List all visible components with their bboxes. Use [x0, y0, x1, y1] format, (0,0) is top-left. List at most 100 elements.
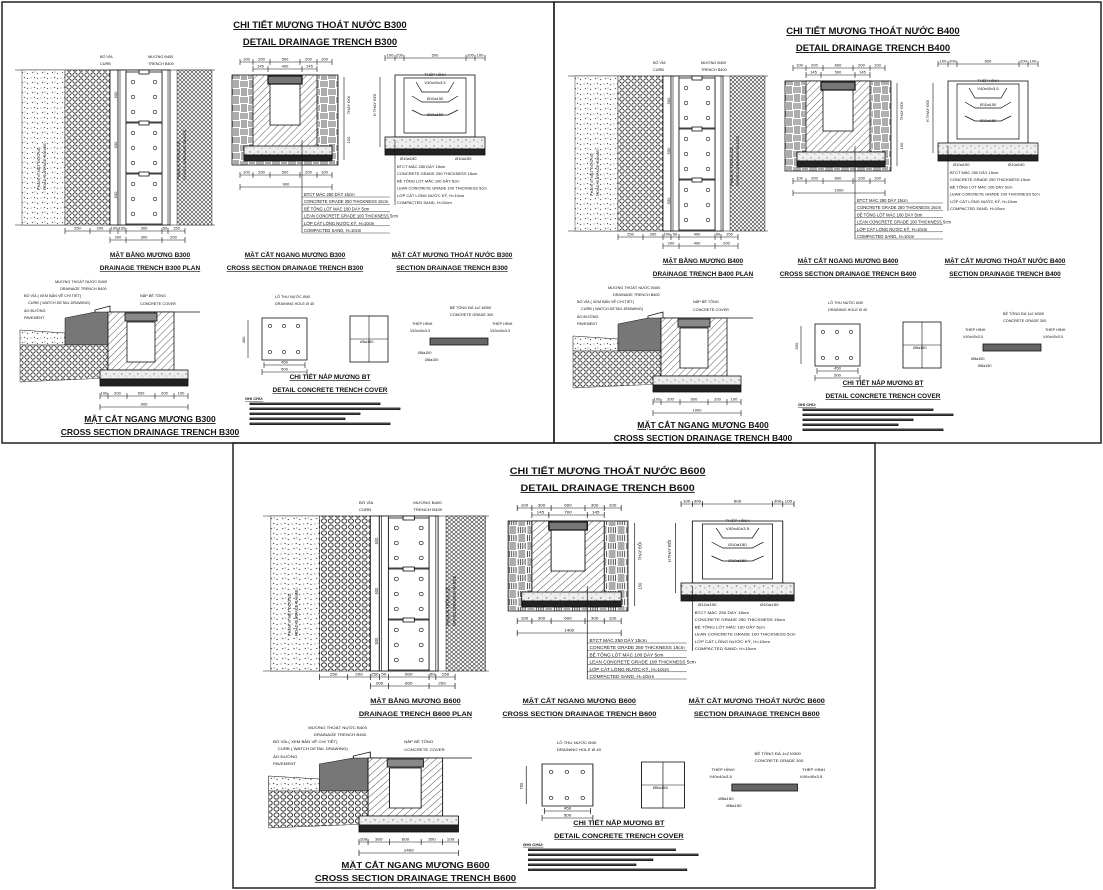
drain-hole	[705, 136, 711, 142]
dimension-value: 300	[375, 837, 383, 842]
drain-hole	[683, 166, 689, 172]
dimension-value: 100	[874, 176, 881, 181]
layer-spec: BÊ TÔNG LÓT MÁC 100 DÀY 5cm	[950, 184, 1013, 189]
trench-cover	[820, 81, 856, 91]
drain-hole	[152, 79, 158, 85]
drain-hole	[152, 94, 158, 100]
layer-spec: BTCT MÁC 250 DÀY 15cm	[857, 198, 908, 203]
drain-hole-label-en: DRAINING HOLE Ø 40	[275, 302, 314, 306]
concrete-cover	[124, 312, 158, 322]
concrete-label: BÊ TÔNG ĐÁ 1x2 M300	[755, 751, 802, 756]
notes: GHI CHÚ:	[245, 396, 401, 426]
drain-hole	[130, 211, 136, 217]
drain-trench-label: MƯƠNG THOÁT NƯỚC B400	[308, 725, 368, 730]
drawing-title-vn: CHI TIẾT MƯƠNG THOÁT NƯỚC B300	[233, 19, 406, 31]
note-line	[249, 422, 391, 426]
dimension-value: 600	[405, 672, 413, 677]
drain-hole	[130, 130, 136, 136]
concrete-base	[796, 151, 886, 162]
dimension-value: 200	[714, 397, 721, 402]
subgrade	[572, 350, 662, 389]
layer-spec: BÊ TÔNG LÓT MÁC 100 DÀY 5cm	[695, 625, 766, 630]
dimension-value: 600	[405, 681, 413, 686]
dimension-value: 300	[538, 616, 546, 621]
cover-rebar-label: Ø8a150	[360, 340, 374, 344]
curb-note-en: CURB ( WATCH DETAIL DRAWING)	[28, 301, 91, 305]
steel-shape-label: THÉP HÌNH	[725, 518, 749, 523]
note-line	[802, 428, 944, 432]
layer-spec: BTCT MÁC 250 DÀY 15cm	[590, 637, 647, 643]
dimension-value: 400	[282, 64, 289, 69]
curb-section	[64, 311, 109, 346]
drain-hole	[548, 796, 554, 800]
section-outline	[394, 74, 476, 138]
trench-cover	[267, 75, 303, 85]
drain-trench-label-en: DRAINAGE TRENCH B400	[60, 287, 107, 291]
dimension-value: 500	[374, 537, 379, 544]
cover-rebar-label: Ø8a150	[913, 346, 927, 350]
drain-hole	[296, 324, 300, 328]
cover-label: NẮP BÊ TÔNG	[693, 299, 719, 304]
view-title-vn: CHI TIẾT NẮP MƯƠNG BT	[290, 371, 371, 381]
grass-zone	[445, 515, 486, 672]
cover-joint	[402, 617, 415, 623]
dimension-value: 145	[537, 510, 545, 515]
paving-zone	[617, 75, 664, 232]
angle-steel-label: V40x40x3.5	[709, 774, 732, 779]
view-title-en: DRAINAGE TRENCH B400 PLAN	[653, 271, 754, 278]
cover-label-en: CONCRETE COVER	[140, 302, 176, 306]
dimension-value: 200	[811, 63, 818, 68]
layer-spec: COMPACTED SAND, H=10cm	[950, 206, 1005, 211]
cover-rebar-label: Ø8a150	[418, 351, 432, 355]
drain-hole	[548, 770, 554, 774]
layer-spec: LỚP CÁT LÓNG NƯỚC KỸ, H=10cm	[590, 666, 670, 672]
dimension-value: 500	[374, 587, 379, 594]
drain-hole	[835, 356, 839, 360]
steel-shape-label: THÉP HÌNH	[712, 767, 735, 772]
concrete-base	[937, 142, 1039, 156]
curb-label: BÓ VỈA	[653, 60, 666, 65]
lean-concrete	[99, 378, 189, 387]
curb-note-en: CURB ( WATCH DETAIL DRAWING)	[581, 307, 644, 311]
dimension-value: 200	[467, 53, 474, 58]
dimension-value: 500	[835, 70, 842, 75]
notes-title: GHI CHÚ:	[798, 402, 816, 407]
dimension-value: 500	[564, 813, 572, 818]
lean-concrete	[937, 154, 1039, 162]
dimension-value: 200	[305, 170, 312, 175]
cover-label: NẮP BÊ TÔNG	[140, 293, 166, 298]
dimension-value: 145	[592, 510, 600, 515]
drain-hole	[393, 657, 399, 663]
dimension-value: 600	[564, 503, 572, 508]
drain-hole	[130, 181, 136, 187]
cover-joint	[402, 515, 415, 521]
concrete-cover	[677, 318, 711, 328]
note-line	[528, 848, 676, 852]
concrete-base	[680, 582, 795, 596]
cover-rebar-label: Ø8a150	[653, 785, 669, 790]
dimension-value: 500	[666, 197, 671, 204]
depth-label: THAY ĐỔI	[637, 542, 642, 560]
grass-range-label: PHẠM VI TRỒNG CỎ	[445, 586, 450, 626]
view-title-vn: CHI TIẾT NẮP MƯƠNG BT	[573, 818, 665, 827]
paving-zone	[64, 69, 111, 226]
road-surface-zone	[270, 515, 320, 672]
dimension-value: 200	[376, 681, 384, 686]
dimension-value: 200	[723, 241, 730, 246]
drain-hole	[296, 350, 300, 354]
dimension-value: 200	[811, 176, 818, 181]
note-line	[802, 413, 954, 417]
pavement-label: ÁO ĐƯỜNG	[577, 314, 599, 319]
trench-rebar-section: THÉP HÌNHV40x40x3.5Ø10a150Ø10a150Ø10a150…	[667, 499, 796, 651]
height-label: H THAY ĐỔI	[925, 100, 930, 122]
dimension-value: 200	[667, 397, 674, 402]
drain-hole	[849, 330, 853, 334]
drain-hole	[152, 109, 158, 115]
cover-rebar-label: Ø8a150	[718, 796, 734, 801]
layer-spec: CONCRETE GRADE 250 THICKNESS 15cm	[950, 177, 1031, 182]
layer-spec: COMPACTED SAND, H=10cm	[397, 200, 452, 205]
